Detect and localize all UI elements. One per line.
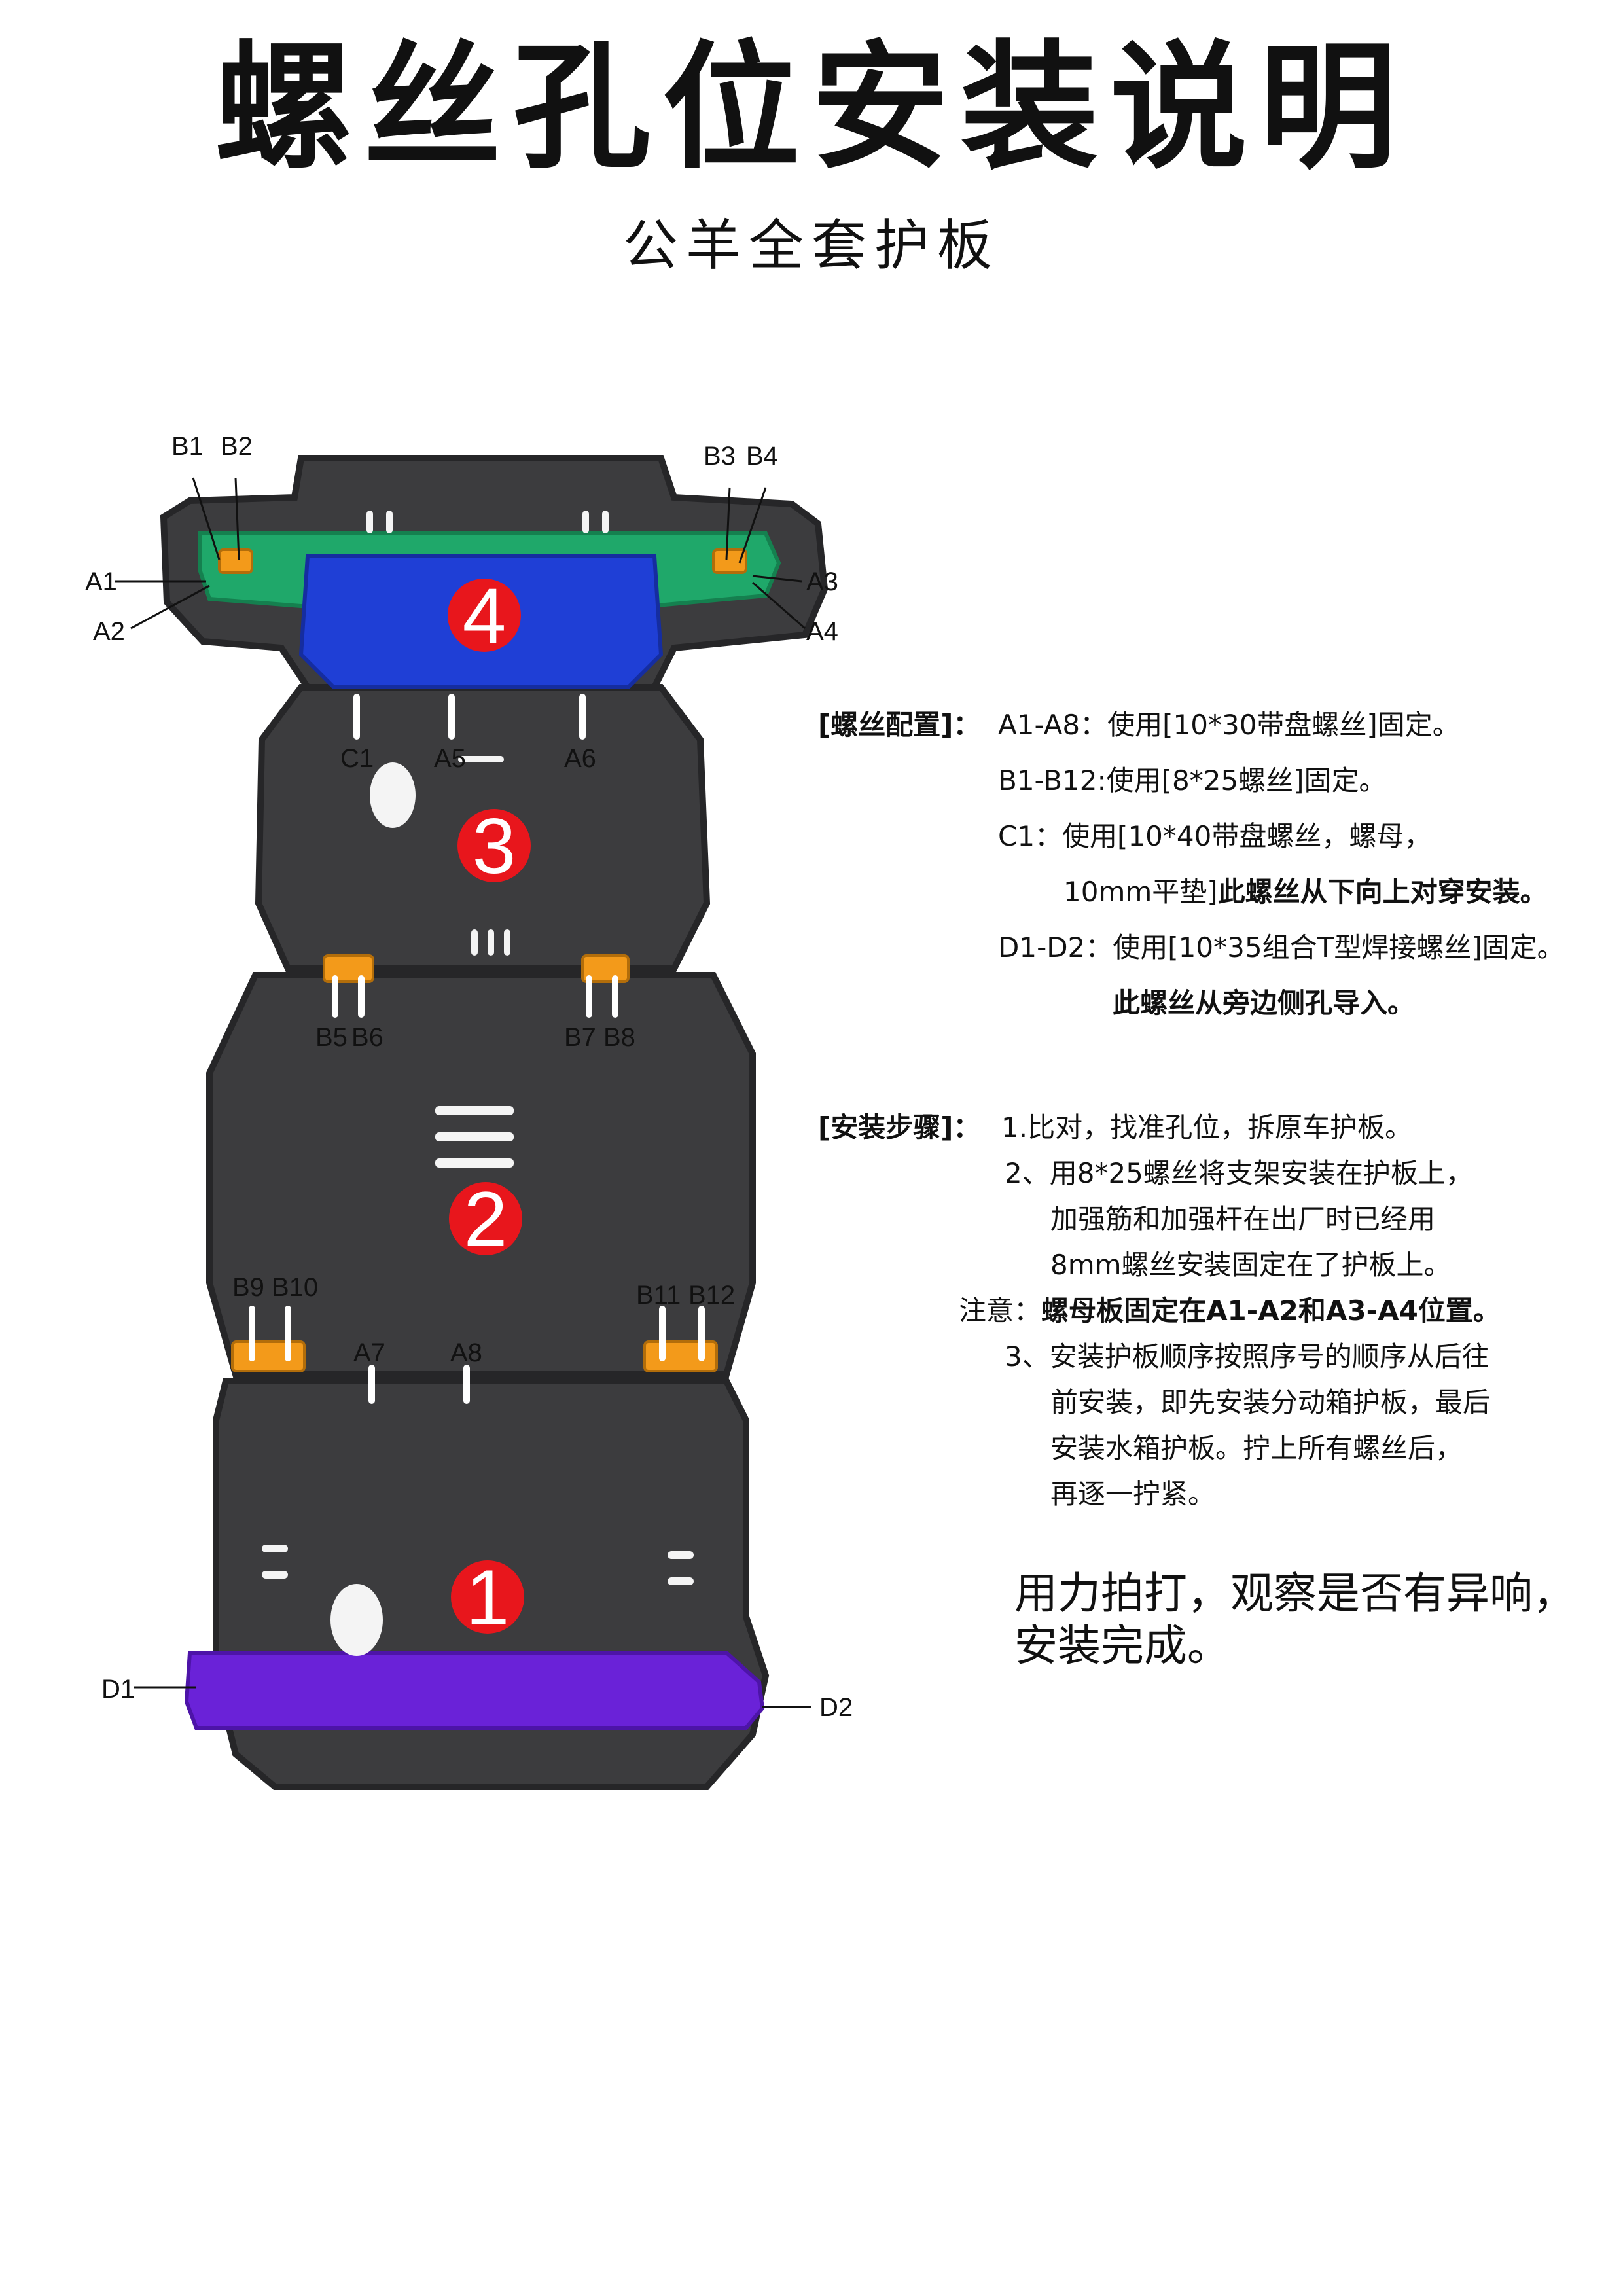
final-note-line1: 用力拍打，观察是否有异响， xyxy=(1014,1568,1576,1619)
install-steps-heading: [安装步骤]： xyxy=(818,1111,981,1143)
label-a1: A1 xyxy=(85,567,117,596)
install-note-bold: 螺母板固定在A1-A2和A3-A4位置。 xyxy=(1041,1295,1501,1327)
final-note-line2: 安装完成。 xyxy=(1014,1621,1230,1671)
plate-2 xyxy=(206,972,756,1378)
label-b11: B11 xyxy=(636,1281,681,1310)
bolt-labels: B1 B2 B3 B4 A1 A2 A3 A4 C1 A5 A6 B5 B6 B… xyxy=(85,432,853,1722)
label-b12: B12 xyxy=(688,1281,735,1310)
screw-config-line4-bold: 此螺丝从下向上对穿安装。 xyxy=(1217,876,1548,908)
label-a3: A3 xyxy=(806,567,838,596)
label-a7: A7 xyxy=(353,1338,385,1367)
screw-config-line6: 此螺丝从旁边侧孔导入。 xyxy=(1113,987,1416,1019)
badge-1-text: 1 xyxy=(466,1554,510,1641)
page-subtitle: 公羊全套护板 xyxy=(622,213,1000,278)
label-b9: B9 xyxy=(232,1273,264,1302)
label-a4: A4 xyxy=(806,617,838,646)
label-b5: B5 xyxy=(315,1023,348,1052)
screw-config-line1: A1-A8：使用[10*30带盘螺丝]固定。 xyxy=(998,709,1460,741)
label-a6: A6 xyxy=(564,744,596,773)
leader-lines xyxy=(115,477,812,1708)
install-note-label: 注意： xyxy=(959,1295,1042,1327)
badge-1 xyxy=(451,1560,524,1634)
screw-config-line5: D1-D2：使用[10*35组合T型焊接螺丝]固定。 xyxy=(998,931,1565,963)
label-b10: B10 xyxy=(272,1273,318,1302)
label-b3: B3 xyxy=(704,442,736,471)
plate-slots xyxy=(262,511,694,1656)
badge-2 xyxy=(449,1182,522,1255)
label-b2: B2 xyxy=(221,432,253,461)
badge-4-text: 4 xyxy=(463,572,507,660)
screw-config-line4: 10mm平垫]此螺丝从下向上对穿安装。 xyxy=(1063,874,1548,910)
label-a2: A2 xyxy=(93,617,125,646)
badge-3-text: 3 xyxy=(473,802,516,890)
bolt-markers xyxy=(249,694,705,1404)
label-d2: D2 xyxy=(819,1693,853,1722)
label-a8: A8 xyxy=(450,1338,482,1367)
final-note: 用力拍打，观察是否有异响， 安装完成。 xyxy=(1014,1568,1576,1672)
install-note: 注意：螺母板固定在A1-A2和A3-A4位置。 xyxy=(959,1293,1501,1329)
install-step3d: 再逐一拧紧。 xyxy=(1050,1478,1216,1510)
install-step2c: 8mm螺丝安装固定在了护板上。 xyxy=(1050,1249,1452,1281)
badge-3 xyxy=(457,809,531,882)
screw-config-line3: C1：使用[10*40带盘螺丝，螺母， xyxy=(998,820,1432,852)
label-c1: C1 xyxy=(340,744,374,773)
screw-config-line4-normal: 10mm平垫] xyxy=(1063,876,1218,908)
install-step2a: 2、用8*25螺丝将支架安装在护板上， xyxy=(1005,1157,1473,1189)
label-d1: D1 xyxy=(101,1675,135,1704)
install-step3b: 前安装，即先安装分动箱护板，最后 xyxy=(1050,1386,1491,1418)
screw-config-line2: B1-B12:使用[8*25螺丝]固定。 xyxy=(998,764,1387,797)
label-b1: B1 xyxy=(171,432,204,461)
page-title: 螺丝孔位安装说明 xyxy=(214,27,1408,188)
install-step2b: 加强筋和加强杆在出厂时已经用 xyxy=(1050,1203,1436,1235)
install-step1: 1.比对，找准孔位，拆原车护板。 xyxy=(1001,1111,1413,1143)
plate-number-badges: 1 2 3 4 xyxy=(448,572,531,1641)
label-b6: B6 xyxy=(351,1023,383,1052)
label-b8: B8 xyxy=(603,1023,635,1052)
badge-4 xyxy=(448,579,521,652)
install-step3a: 3、安装护板顺序按照序号的顺序从后往 xyxy=(1005,1340,1489,1372)
badge-2-text: 2 xyxy=(464,1175,508,1263)
label-a5: A5 xyxy=(434,744,466,773)
purple-crossbar xyxy=(184,1651,765,1730)
install-step3c: 安装水箱护板。拧上所有螺丝后， xyxy=(1050,1432,1463,1464)
label-b4: B4 xyxy=(746,442,778,471)
label-b7: B7 xyxy=(564,1023,596,1052)
screw-config-heading: [螺丝配置]： xyxy=(818,709,981,741)
